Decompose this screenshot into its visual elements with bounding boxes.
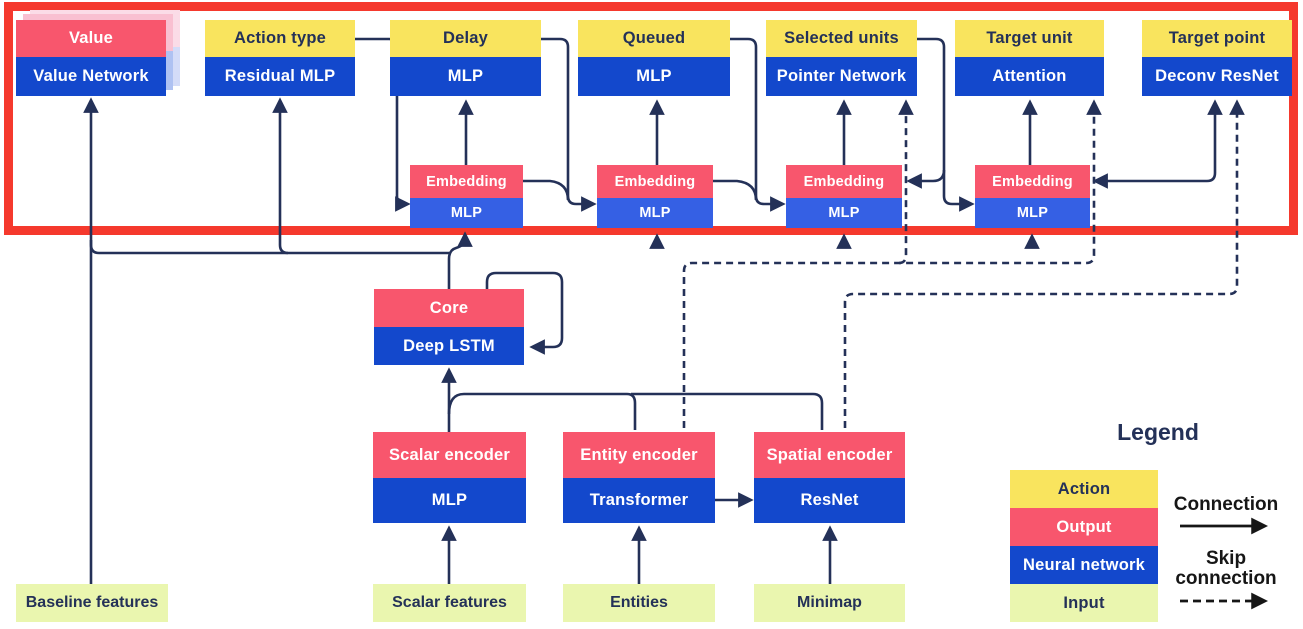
embedding-3-mlp-label: MLP <box>786 198 902 228</box>
scalar-encoder-mlp-label: MLP <box>373 478 526 523</box>
target-point-label: Target point <box>1142 20 1292 57</box>
head-queued: Queued MLP <box>578 20 730 96</box>
head-target-point: Target point Deconv ResNet <box>1142 20 1292 96</box>
deep-lstm-label: Deep LSTM <box>374 327 524 365</box>
legend-box: Action Output Neural network Input <box>1010 470 1158 622</box>
embedding-4-mlp-label: MLP <box>975 198 1090 228</box>
legend-row-neural-network: Neural network <box>1010 546 1158 584</box>
core-label: Core <box>374 289 524 327</box>
value-network-label: Value Network <box>16 57 166 96</box>
embedding-2: Embedding MLP <box>597 165 713 228</box>
spatial-encoder-label: Spatial encoder <box>754 432 905 478</box>
queued-label: Queued <box>578 20 730 57</box>
embedding-4-label: Embedding <box>975 165 1090 198</box>
legend-skip-label-line1: Skip <box>1205 548 1247 569</box>
legend-row-output: Output <box>1010 508 1158 546</box>
action-heads-highlight-border <box>4 2 1298 235</box>
embedding-1-mlp-label: MLP <box>410 198 523 228</box>
input-minimap: Minimap <box>754 584 905 622</box>
embedding-3-label: Embedding <box>786 165 902 198</box>
head-target-unit: Target unit Attention <box>955 20 1104 96</box>
entity-transformer-label: Transformer <box>563 478 715 523</box>
head-selected-units: Selected units Pointer Network <box>766 20 917 96</box>
entity-encoder-label: Entity encoder <box>563 432 715 478</box>
skip-connections <box>682 99 1245 428</box>
spatial-resnet-label: ResNet <box>754 478 905 523</box>
input-baseline-features: Baseline features <box>16 584 168 622</box>
embedding-1-label: Embedding <box>410 165 523 198</box>
legend-arrows <box>1180 517 1269 610</box>
legend-title: Legend <box>1117 418 1199 445</box>
selected-units-label: Selected units <box>766 20 917 57</box>
encoder-scalar: Scalar encoder MLP <box>373 432 526 523</box>
head-delay: Delay MLP <box>390 20 541 96</box>
embedding-1: Embedding MLP <box>410 165 523 228</box>
legend-row-action: Action <box>1010 470 1158 508</box>
target-unit-network-label: Attention <box>955 57 1104 96</box>
head-action-type: Action type Residual MLP <box>205 20 355 96</box>
target-unit-label: Target unit <box>955 20 1104 57</box>
input-scalar-features: Scalar features <box>373 584 526 622</box>
selected-units-network-label: Pointer Network <box>766 57 917 96</box>
scalar-encoder-label: Scalar encoder <box>373 432 526 478</box>
queued-network-label: MLP <box>578 57 730 96</box>
head-value: Value Value Network <box>16 20 166 96</box>
core-block: Core Deep LSTM <box>374 289 524 365</box>
embedding-3: Embedding MLP <box>786 165 902 228</box>
legend-skip-label-line2: connection <box>1175 568 1277 589</box>
embedding-2-label: Embedding <box>597 165 713 198</box>
value-output-label: Value <box>16 20 166 57</box>
target-point-network-label: Deconv ResNet <box>1142 57 1292 96</box>
input-entities: Entities <box>563 584 715 622</box>
delay-label: Delay <box>390 20 541 57</box>
legend-connection-label: Connection <box>1173 494 1279 515</box>
embedding-2-mlp-label: MLP <box>597 198 713 228</box>
legend-row-input: Input <box>1010 584 1158 622</box>
embedding-4: Embedding MLP <box>975 165 1090 228</box>
action-type-network-label: Residual MLP <box>205 57 355 96</box>
delay-network-label: MLP <box>390 57 541 96</box>
action-type-label: Action type <box>205 20 355 57</box>
encoder-spatial: Spatial encoder ResNet <box>754 432 905 523</box>
encoder-entity: Entity encoder Transformer <box>563 432 715 523</box>
